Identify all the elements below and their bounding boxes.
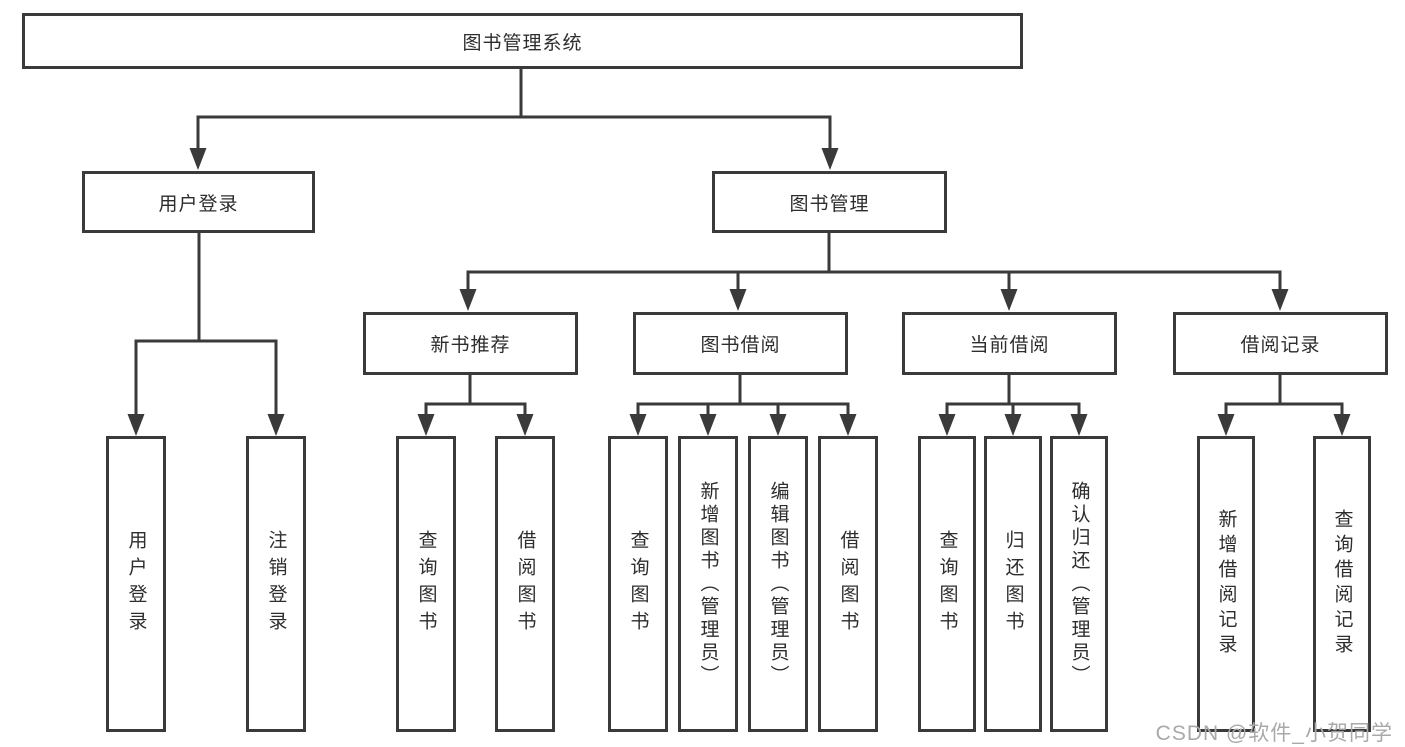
node-user-login: 用户登录	[82, 171, 315, 233]
leaf-query-books-borrow-label: 查询图书	[627, 530, 649, 638]
edge-newbook-to-leaves	[424, 375, 527, 417]
leaf-edit-book-admin-label: 编辑图书（管理员）	[767, 480, 789, 688]
node-root: 图书管理系统	[22, 13, 1023, 69]
leaf-confirm-return-admin: 确认归还（管理员）	[1050, 436, 1108, 732]
csdn-watermark: CSDN @软件_小贺同学	[1155, 722, 1393, 745]
leaf-user-login: 用户登录	[106, 436, 166, 732]
arrowheads	[127, 148, 1351, 436]
leaf-query-borrow-record: 查询借阅记录	[1313, 436, 1371, 732]
leaf-edit-book-admin: 编辑图书（管理员）	[748, 436, 808, 732]
node-new-book-recommend-label: 新书推荐	[430, 335, 511, 356]
edge-root-to-level2	[196, 67, 832, 150]
leaf-query-books-current-label: 查询图书	[936, 530, 958, 638]
leaf-add-book-admin: 新增图书（管理员）	[678, 436, 738, 732]
leaf-add-book-admin-label: 新增图书（管理员）	[697, 480, 719, 688]
leaf-query-borrow-record-label: 查询借阅记录	[1331, 509, 1353, 659]
node-current-borrow-label: 当前借阅	[969, 335, 1050, 356]
node-borrow-records: 借阅记录	[1173, 312, 1388, 375]
edge-bookborrow-to-leaves	[636, 375, 850, 417]
leaf-query-books-recommend: 查询图书	[396, 436, 456, 732]
node-borrow-records-label: 借阅记录	[1240, 335, 1321, 356]
leaf-query-books-borrow: 查询图书	[608, 436, 668, 732]
leaf-query-books-recommend-label: 查询图书	[415, 530, 437, 638]
leaf-logout-login: 注销登录	[246, 436, 306, 732]
leaf-borrow-books-recommend-label: 借阅图书	[514, 530, 536, 638]
leaf-add-borrow-record-label: 新增借阅记录	[1215, 509, 1237, 659]
leaf-borrow-books-borrow: 借阅图书	[818, 436, 878, 732]
node-root-label: 图书管理系统	[462, 32, 583, 54]
node-user-login-label: 用户登录	[158, 193, 239, 215]
leaf-logout-login-label: 注销登录	[265, 530, 287, 638]
node-book-management: 图书管理	[712, 171, 947, 233]
leaf-return-book-label: 归还图书	[1002, 530, 1024, 638]
leaf-return-book: 归还图书	[984, 436, 1042, 732]
node-book-borrow-label: 图书借阅	[700, 335, 781, 356]
edge-records-to-leaves	[1224, 375, 1344, 417]
leaf-query-books-current: 查询图书	[918, 436, 976, 732]
leaf-add-borrow-record: 新增借阅记录	[1197, 436, 1255, 732]
edge-userlogin-to-leaves	[134, 233, 278, 416]
leaf-user-login-label: 用户登录	[125, 530, 147, 638]
edge-bookmgmt-to-level3	[466, 233, 1282, 292]
node-current-borrow: 当前借阅	[902, 312, 1117, 375]
leaf-borrow-books-recommend: 借阅图书	[495, 436, 555, 732]
leaf-borrow-books-borrow-label: 借阅图书	[837, 530, 859, 638]
node-book-management-label: 图书管理	[789, 193, 870, 215]
leaf-confirm-return-admin-label: 确认归还（管理员）	[1068, 480, 1090, 688]
node-book-borrow: 图书借阅	[633, 312, 848, 375]
edge-currentborrow-to-leaves	[945, 375, 1081, 417]
node-new-book-recommend: 新书推荐	[363, 312, 578, 375]
